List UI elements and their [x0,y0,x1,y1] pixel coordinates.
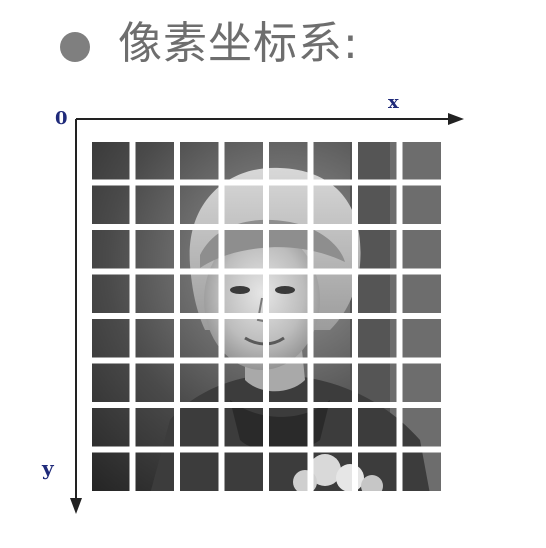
grid-row-separator [86,357,446,364]
grid-row-separator [86,136,446,142]
grid-row-separator [86,446,446,453]
grid-row-separator [86,179,446,186]
grid-row-separator [86,224,446,230]
grid-row-separator [86,402,446,408]
x-axis-arrowhead [448,113,464,125]
axes [70,113,464,514]
pixel-grid [86,136,447,497]
grid-row-separator [86,491,446,497]
y-axis-arrowhead [70,498,82,514]
grid-row-separator [86,313,446,319]
bullet-dot [60,32,90,62]
x-axis-label: x [388,92,399,113]
y-axis-label: y [41,456,55,480]
grid-row-separator [86,268,446,275]
origin-label: 0 [55,108,68,129]
slide-heading: 像素坐标系: [118,18,359,69]
